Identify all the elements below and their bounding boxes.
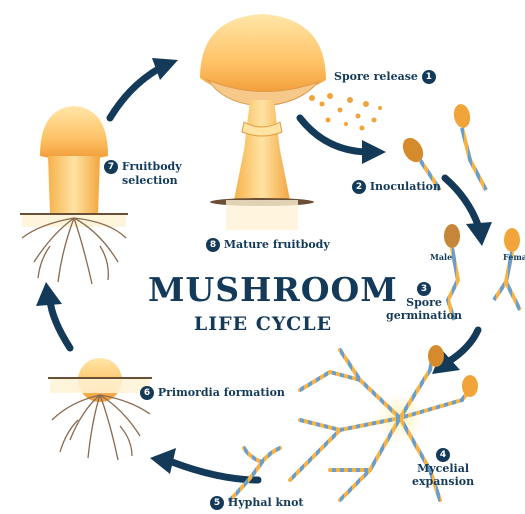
- arrow-2-to-3: [445, 178, 478, 225]
- stage-2-text: Inoculation: [370, 180, 441, 193]
- arrowhead-icon: [150, 448, 176, 474]
- arrow-7-to-8: [110, 68, 160, 118]
- stage-6-text: Primordia formation: [158, 386, 285, 399]
- stage-8-label: 8 Mature fruitbody: [206, 238, 330, 252]
- stage-2-label: 2 Inoculation: [352, 180, 441, 194]
- stage-6-number-badge: 6: [140, 386, 154, 400]
- stage-5-number-badge: 5: [210, 496, 224, 510]
- arrowhead-icon: [466, 222, 492, 246]
- primordia-illustration: [48, 358, 152, 460]
- stage-6-label: 6 Primordia formation: [140, 386, 285, 400]
- stage-4-label: 4 Mycelial expansion: [412, 448, 474, 488]
- stage-8-text: Mature fruitbody: [224, 238, 330, 251]
- male-spore-label: Male: [430, 252, 452, 262]
- young-fruitbody-illustration: [20, 106, 128, 284]
- stage-7-label: 7 Fruitbody selection: [104, 160, 182, 187]
- stage-4-text-line1: Mycelial: [412, 462, 474, 475]
- stage-1-text: Spore release: [334, 70, 418, 83]
- stage-1-number-badge: 1: [422, 70, 436, 84]
- stage-4-text-line2: expansion: [412, 475, 474, 488]
- stage-3-text-line2: germination: [386, 309, 462, 322]
- female-spore-label: Fema: [503, 252, 525, 262]
- stage-4-number-badge: 4: [436, 448, 450, 462]
- arrow-6-to-7: [50, 300, 70, 348]
- stage-7-number-badge: 7: [104, 160, 118, 174]
- stage-5-label: 5 Hyphal knot: [210, 496, 304, 510]
- stage-3-label: 3 Spore germination: [386, 282, 462, 322]
- stage-3-text-line1: Spore: [386, 296, 462, 309]
- released-spores: [309, 93, 382, 131]
- arrow-5-to-6: [172, 462, 258, 480]
- hyphal-knot-strands: [230, 448, 280, 500]
- stage-2-number-badge: 2: [352, 180, 366, 194]
- stage-1-label: Spore release 1: [334, 70, 436, 84]
- stage-3-number-badge: 3: [417, 282, 431, 296]
- arrow-8-to-2: [300, 118, 365, 152]
- stage-5-text: Hyphal knot: [228, 496, 304, 509]
- arrowhead-icon: [36, 282, 62, 306]
- diagram-title: MUSHROOM: [148, 270, 378, 309]
- stage-8-number-badge: 8: [206, 238, 220, 252]
- stage-7-text-line1: Fruitbody: [122, 160, 182, 173]
- diagram-subtitle: LIFE CYCLE: [148, 313, 378, 335]
- arrowhead-icon: [362, 140, 386, 164]
- stage-7-text-line2: selection: [104, 174, 182, 187]
- arrow-3-to-4: [448, 330, 478, 362]
